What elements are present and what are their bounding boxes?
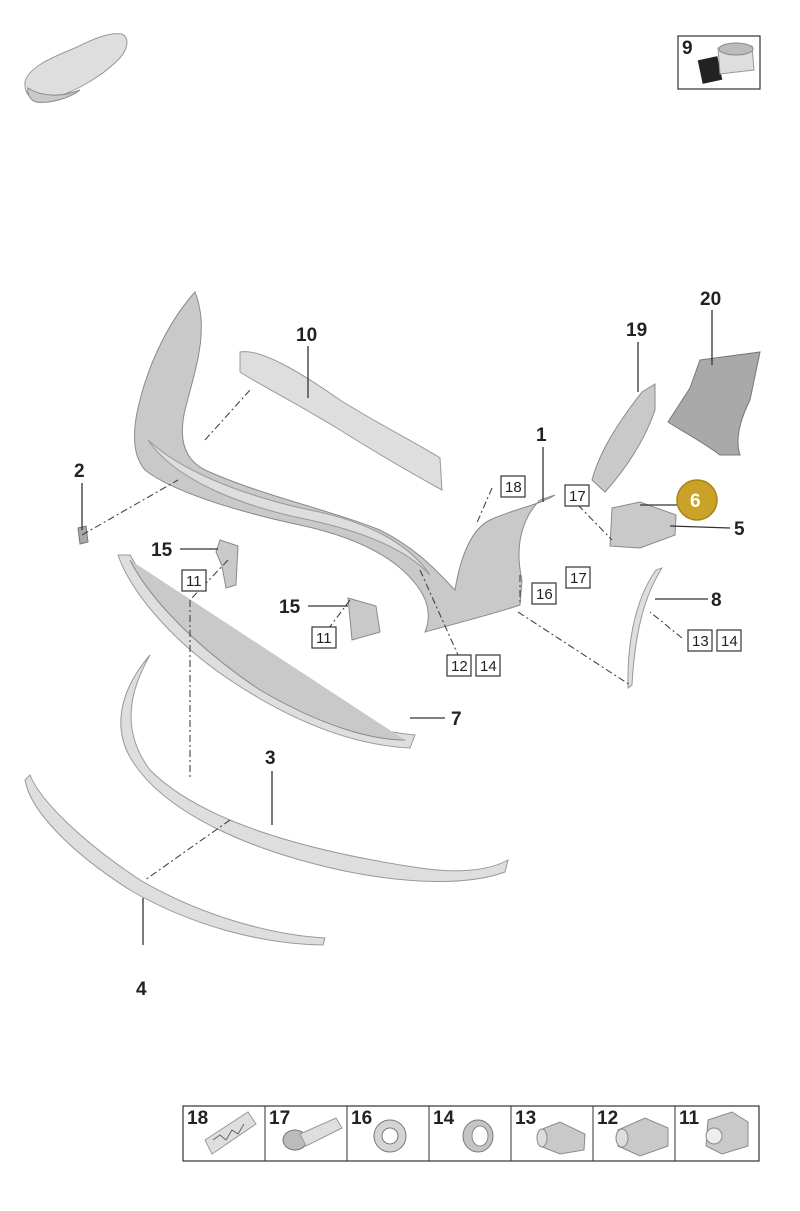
callout-6-highlight[interactable]: 6 bbox=[676, 479, 718, 521]
callout-7[interactable]: 7 bbox=[451, 709, 462, 730]
svg-text:17: 17 bbox=[269, 1108, 290, 1129]
svg-text:18: 18 bbox=[187, 1108, 208, 1129]
callout-10[interactable]: 10 bbox=[296, 325, 317, 346]
boxed-callout-13[interactable]: 13 bbox=[687, 629, 713, 652]
svg-text:13: 13 bbox=[692, 633, 709, 650]
legend-cell-11[interactable]: 11 bbox=[679, 1108, 749, 1155]
sensor-icon bbox=[536, 1121, 586, 1155]
callout-leaders bbox=[81, 310, 731, 945]
callout-2[interactable]: 2 bbox=[74, 461, 85, 482]
boxed-callout-11-right[interactable]: 11 bbox=[311, 626, 337, 649]
boxed-callout-17-lower[interactable]: 17 bbox=[565, 566, 591, 589]
boxed-callout-14-left[interactable]: 14 bbox=[475, 654, 501, 677]
callout-19[interactable]: 19 bbox=[626, 320, 647, 341]
grommet-icon bbox=[462, 1119, 494, 1153]
part-arch-trim bbox=[627, 567, 664, 689]
part-lower-spoiler bbox=[120, 654, 509, 882]
callout-20[interactable]: 20 bbox=[700, 289, 721, 310]
svg-text:14: 14 bbox=[480, 658, 497, 675]
boxed-callout-14-right[interactable]: 14 bbox=[716, 629, 742, 652]
part-bracket-left bbox=[215, 539, 239, 589]
sensor-bracket-icon bbox=[705, 1111, 749, 1155]
svg-text:13: 13 bbox=[515, 1108, 536, 1129]
svg-text:16: 16 bbox=[351, 1108, 372, 1129]
legend-cell-17[interactable]: 17 bbox=[269, 1108, 343, 1151]
svg-text:11: 11 bbox=[679, 1108, 700, 1129]
part-wheelarch-liner bbox=[667, 351, 761, 456]
part-bracket-right bbox=[347, 597, 381, 641]
clip-strip-icon bbox=[204, 1111, 257, 1155]
callout-15-right[interactable]: 15 bbox=[279, 597, 301, 618]
svg-text:12: 12 bbox=[597, 1108, 618, 1129]
svg-text:17: 17 bbox=[569, 488, 586, 505]
part-vent-frame bbox=[591, 383, 656, 493]
plug-icon bbox=[697, 42, 755, 84]
legend-cell-12[interactable]: 12 bbox=[597, 1108, 669, 1157]
boxed-callout-17-upper[interactable]: 17 bbox=[564, 484, 590, 507]
part-side-bracket bbox=[609, 501, 677, 549]
svg-text:11: 11 bbox=[186, 573, 202, 590]
assembly-lines bbox=[81, 389, 683, 881]
svg-text:11: 11 bbox=[316, 630, 332, 647]
legend-cell-14[interactable]: 14 bbox=[433, 1108, 494, 1153]
legend-cell-16[interactable]: 16 bbox=[351, 1108, 407, 1153]
corner-part-number: 9 bbox=[682, 38, 693, 59]
boxed-callout-16[interactable]: 16 bbox=[531, 582, 557, 605]
svg-text:17: 17 bbox=[570, 570, 587, 587]
callout-3[interactable]: 3 bbox=[265, 748, 276, 769]
retainer-ring-icon bbox=[373, 1119, 407, 1153]
callout-5[interactable]: 5 bbox=[734, 519, 745, 540]
callout-8[interactable]: 8 bbox=[711, 590, 722, 611]
svg-text:18: 18 bbox=[505, 479, 522, 496]
svg-text:14: 14 bbox=[433, 1108, 455, 1129]
car-silhouette-icon bbox=[24, 33, 128, 103]
callout-15-left[interactable]: 15 bbox=[151, 540, 173, 561]
svg-text:16: 16 bbox=[536, 586, 553, 603]
svg-text:12: 12 bbox=[451, 658, 468, 675]
part-bumper-cover bbox=[134, 291, 556, 633]
corner-part-box[interactable]: 9 bbox=[677, 35, 761, 90]
legend-cell-13[interactable]: 13 bbox=[515, 1108, 586, 1155]
boxed-callout-12[interactable]: 12 bbox=[446, 654, 472, 677]
boxed-callout-11-left[interactable]: 11 bbox=[181, 569, 207, 592]
legend-cell-18[interactable]: 18 bbox=[187, 1108, 257, 1155]
callout-6: 6 bbox=[690, 491, 701, 512]
boxed-callout-18[interactable]: 18 bbox=[500, 475, 526, 498]
legend-strip: 18 17 16 14 bbox=[182, 1105, 760, 1162]
callout-4[interactable]: 4 bbox=[136, 979, 147, 1000]
svg-text:14: 14 bbox=[721, 633, 738, 650]
callout-1[interactable]: 1 bbox=[536, 425, 547, 446]
part-upper-trim bbox=[239, 351, 443, 491]
screw-icon bbox=[282, 1117, 343, 1151]
part-front-lip bbox=[24, 774, 326, 946]
sensor-housing-icon bbox=[615, 1117, 669, 1157]
